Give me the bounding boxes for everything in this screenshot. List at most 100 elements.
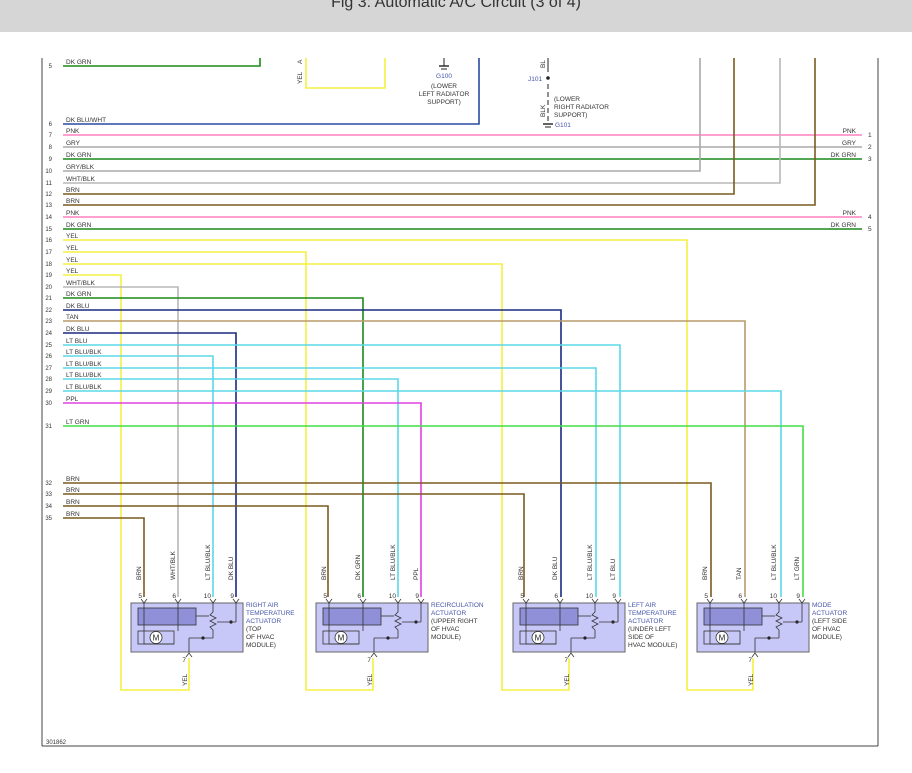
bottom-pin-number: 7 <box>564 657 568 664</box>
pin-wire-label: TAN <box>736 567 743 580</box>
motor-symbol <box>334 631 348 644</box>
wire-label: BRN <box>66 511 80 518</box>
pin-number: 5 <box>704 593 708 600</box>
wire-6 <box>63 58 480 125</box>
actuator-location: OF HVAC <box>246 634 275 641</box>
pin-wire-label: LT BLU/BLK <box>205 544 212 580</box>
wire-label: DK GRN <box>66 291 92 298</box>
pin-connector-bottom <box>370 652 378 658</box>
wire-33 <box>63 493 525 597</box>
pin-wire-label: BRN <box>518 566 525 580</box>
junction-dot <box>386 636 390 640</box>
label-g101-desc: RIGHT RADIATOR <box>554 104 609 111</box>
pin-connector <box>522 598 530 604</box>
figure-title: Fig 3: Automatic A/C Circuit (3 of 4) <box>331 0 581 11</box>
wire-label: YEL <box>66 268 79 275</box>
wire-label: YEL <box>66 233 79 240</box>
pin-wire-label: DK GRN <box>355 554 362 580</box>
wire-number: 28 <box>45 377 52 383</box>
wire-number: 31 <box>45 424 52 430</box>
wire-number: 33 <box>45 492 52 498</box>
wire-number: 16 <box>45 238 52 244</box>
label-g100-desc: SUPPORT) <box>427 99 460 106</box>
pin-wire-label: LT BLU <box>610 558 617 580</box>
right-connector-label: DK GRN <box>831 152 857 159</box>
pin-number: 10 <box>586 593 594 600</box>
label-g101: G101 <box>555 122 571 129</box>
pin-wire-label: WHT/BLK <box>170 550 177 580</box>
wire-25 <box>63 344 621 597</box>
label-bl: BL <box>540 60 547 68</box>
right-connector-label: PNK <box>843 210 857 217</box>
wire-number: 27 <box>45 366 52 372</box>
motor-symbol <box>715 631 729 644</box>
potentiometer <box>209 603 217 638</box>
actuator-gear-block <box>137 607 197 626</box>
wire-label: LT BLU <box>66 338 88 345</box>
bottom-wire-label: YEL <box>748 673 755 686</box>
wire-label: TAN <box>66 314 79 321</box>
wires-layer <box>63 58 862 691</box>
pin-connector <box>209 598 217 604</box>
wire-label: GRY <box>66 140 81 147</box>
wire-number: 5 <box>49 64 53 70</box>
actuator-gear-block <box>519 607 579 626</box>
wire-label: LT BLU/BLK <box>66 361 102 368</box>
pin-number: 5 <box>138 593 142 600</box>
pin-wire-label: LT BLU/BLK <box>390 544 397 580</box>
pin-wire-label: PPL <box>413 567 420 580</box>
label-blk: BLK <box>540 104 547 117</box>
junction-dot <box>767 636 771 640</box>
wire-label: GRY/BLK <box>66 164 95 171</box>
actuator-name: TEMPERATURE <box>246 610 295 617</box>
actuator-name: MODE <box>812 602 832 609</box>
pin-connector <box>556 598 564 604</box>
pin-wire-label: LT GRN <box>794 556 801 580</box>
wire-number: 20 <box>45 285 52 291</box>
wire-17 <box>63 251 374 691</box>
right-connector-number: 1 <box>868 132 872 139</box>
actuator-name: TEMPERATURE <box>628 610 677 617</box>
label-j101: J101 <box>528 76 542 83</box>
pin-connector <box>798 598 806 604</box>
wire-number: 23 <box>45 319 52 325</box>
diagram-frame: 301862 <box>41 58 879 747</box>
wire-number: 7 <box>49 133 53 139</box>
right-connector-number: 3 <box>868 156 872 163</box>
wire-29 <box>63 390 782 597</box>
pin-number: 10 <box>770 593 778 600</box>
wire-number: 35 <box>45 516 52 522</box>
wire-label: BRN <box>66 476 80 483</box>
pin-number: 10 <box>204 593 212 600</box>
wire-label: WHT/BLK <box>66 280 96 287</box>
wire-yel-top-loop <box>305 58 386 89</box>
pin-number: 9 <box>415 593 419 600</box>
label-yel-top: YEL <box>297 71 304 84</box>
wire-22 <box>63 309 562 597</box>
pin-number: 9 <box>230 593 234 600</box>
wire-number: 30 <box>45 401 52 407</box>
bottom-wire-label: YEL <box>182 673 189 686</box>
pin-connector-bottom <box>751 652 759 658</box>
wire-label: PNK <box>66 128 80 135</box>
wire-number: 15 <box>45 227 52 233</box>
wire-label: DK GRN <box>66 59 92 66</box>
junction-dot <box>201 636 205 640</box>
wire-number: 34 <box>45 504 52 510</box>
label-g100-desc: (LOWER <box>431 83 457 90</box>
wire-27 <box>63 367 597 597</box>
label-a: A <box>297 59 304 64</box>
wire-31 <box>63 425 804 597</box>
wire-13 <box>63 58 816 206</box>
pin-connector <box>591 598 599 604</box>
pin-number: 6 <box>357 593 361 600</box>
wire-23 <box>63 320 746 597</box>
wire-16 <box>63 239 754 691</box>
wire-label: DK BLU <box>66 326 90 333</box>
wire-number: 22 <box>45 308 52 314</box>
wire-number: 13 <box>45 203 52 209</box>
title-bar: Fig 3: Automatic A/C Circuit (3 of 4) <box>0 0 912 32</box>
